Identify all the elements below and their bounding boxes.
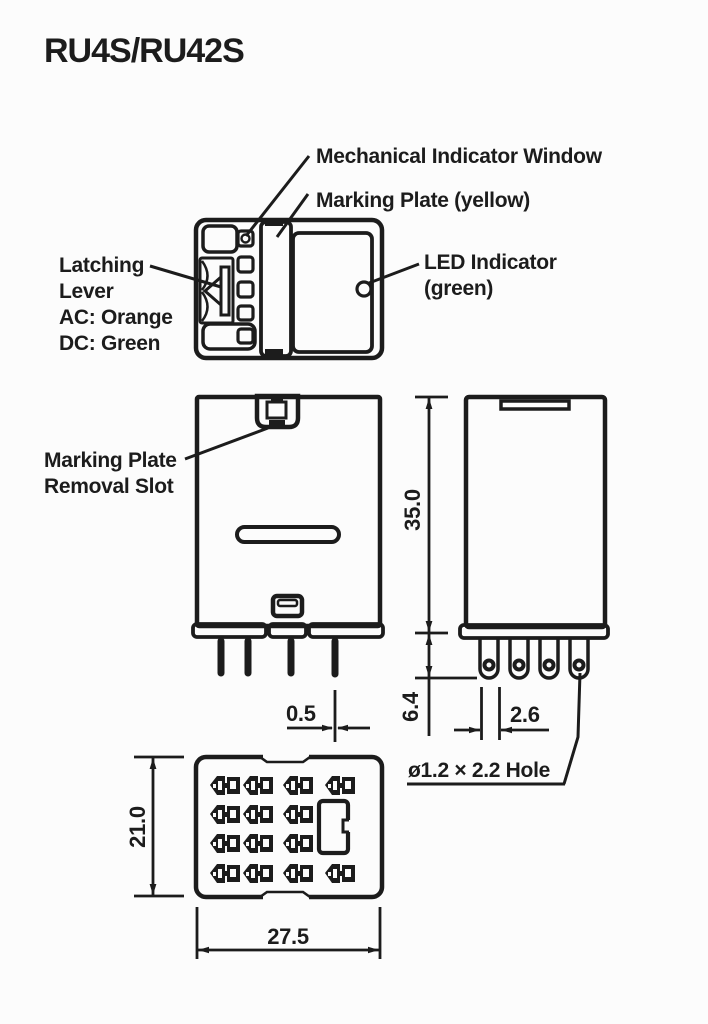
hole-callout-text: ø1.2 × 2.2 Hole xyxy=(408,759,550,782)
pin-hole xyxy=(572,658,586,672)
front-view: Marking Plate Removal Slot 0.5 xyxy=(44,393,385,742)
side-view: 35.0 6.4 2.6 ø1.2 × 2.2 Hole xyxy=(398,394,610,786)
leader-latching-lever xyxy=(149,264,222,289)
hole-callout: ø1.2 × 2.2 Hole xyxy=(407,672,582,786)
side-base xyxy=(458,623,610,640)
removal-slot-label-1: Marking Plate xyxy=(44,449,177,472)
dim-base-depth: 21.0 xyxy=(125,755,184,898)
marking-plate-removal-slot xyxy=(254,393,301,430)
led-indicator-circle xyxy=(355,280,373,298)
led-indicator-label-2: (green) xyxy=(424,277,493,300)
dim-pin-width-value: 2.6 xyxy=(510,702,540,727)
front-body-outline xyxy=(194,394,383,629)
top-left-window xyxy=(201,224,239,254)
keyway-slot xyxy=(316,798,351,856)
side-body-outline xyxy=(463,394,608,630)
pin-contact-grid xyxy=(210,776,355,883)
front-center-slot xyxy=(235,525,341,544)
front-pins xyxy=(217,637,339,678)
front-base xyxy=(191,622,385,639)
bottom-edge-notch xyxy=(263,893,309,901)
top-view: Mechanical Indicator Window Marking Plat… xyxy=(59,145,603,361)
side-marking-plate-slot xyxy=(499,399,571,411)
latching-lever-label-2: Lever xyxy=(59,280,114,303)
mechanical-indicator-window xyxy=(236,229,255,248)
leader-marking-plate xyxy=(275,193,310,238)
dim-pin-offset: 0.5 xyxy=(286,690,370,742)
page-title: RU4S/RU42S xyxy=(44,32,244,70)
indicator-square-column xyxy=(236,229,255,345)
top-view-outline xyxy=(193,217,385,361)
dim-pin-width: 2.6 xyxy=(454,687,549,740)
leader-mechanical-indicator xyxy=(244,155,311,237)
dim-body-height-value: 35.0 xyxy=(400,489,425,531)
removal-slot-label-2: Removal Slot xyxy=(44,475,174,498)
dim-pin-length-value: 6.4 xyxy=(398,691,423,722)
side-pins xyxy=(478,638,590,680)
dim-base-width-value: 27.5 xyxy=(267,924,309,949)
leader-removal-slot xyxy=(184,426,269,461)
latching-lever-label-3: AC: Orange xyxy=(59,306,173,329)
dim-base-depth-value: 21.0 xyxy=(125,806,150,848)
dim-base-width: 27.5 xyxy=(195,907,382,959)
dim-pin-offset-value: 0.5 xyxy=(286,701,316,726)
relay-main-body-top xyxy=(291,231,374,354)
marking-plate-strip xyxy=(259,219,293,358)
latching-lever-label-1: Latching xyxy=(59,254,144,277)
leader-led-indicator xyxy=(368,262,420,285)
top-edge-notch xyxy=(263,753,309,761)
marking-plate-label: Marking Plate (yellow) xyxy=(316,189,530,212)
front-latch-detail xyxy=(270,593,305,619)
bottom-view: 21.0 27.5 xyxy=(125,753,385,959)
indicator-dot xyxy=(240,233,251,244)
latching-lever xyxy=(198,256,235,325)
mechanical-indicator-label: Mechanical Indicator Window xyxy=(316,145,603,168)
dim-body-height: 35.0 6.4 xyxy=(398,395,477,736)
led-indicator-label-1: LED Indicator xyxy=(424,251,557,274)
latching-lever-label-4: DC: Green xyxy=(59,332,160,355)
